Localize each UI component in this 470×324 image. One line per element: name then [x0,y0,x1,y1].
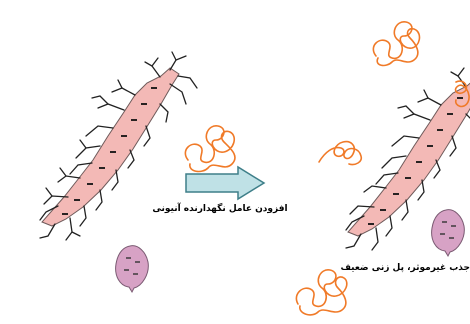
polymer-coil-icon [319,142,361,165]
polymer-coil-icon [185,126,235,172]
particle-body [432,210,465,256]
polymer-coil-icon [296,270,346,315]
fiber-body [42,68,179,226]
anionic-particle-before [116,246,149,292]
anionic-particle-after [432,210,465,256]
particle-body [116,246,149,292]
arrow-label: افزودن عامل نگهدارنده آنیونی [150,204,290,214]
polymer-coil-icon [373,22,419,66]
result-label: جذب غیرموثر، پل زنی ضعیف [340,263,470,273]
